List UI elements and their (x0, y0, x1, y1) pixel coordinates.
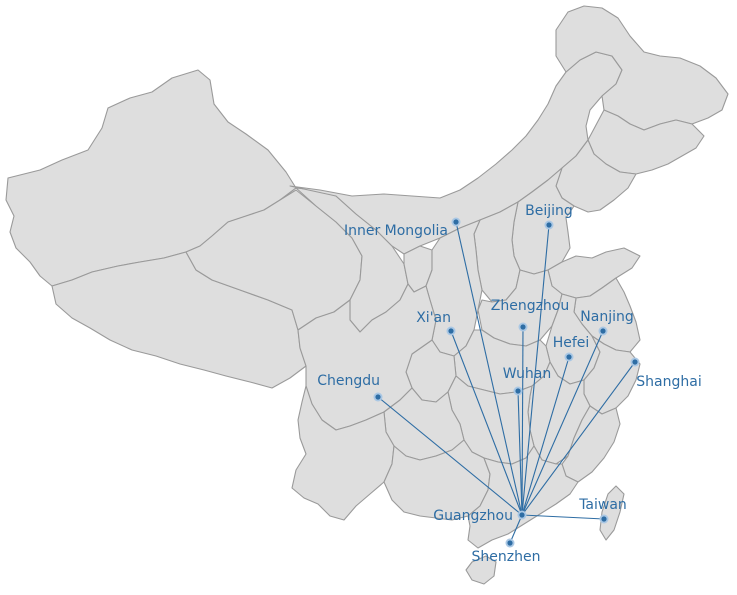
route-line (377, 396, 523, 516)
province-yunnan (291, 385, 395, 521)
city-marker[interactable] (519, 512, 525, 518)
city-label: Shenzhen (472, 549, 541, 565)
route-line (521, 514, 605, 520)
city-marker[interactable] (546, 222, 552, 228)
city-label: Guangzhou (433, 508, 513, 524)
route-line (521, 224, 550, 516)
city-marker[interactable] (507, 540, 513, 546)
route-line (521, 356, 570, 516)
route-line (509, 514, 523, 544)
city-label: Hefei (553, 335, 590, 351)
city-marker[interactable] (566, 354, 572, 360)
province-fujian (561, 405, 621, 483)
city-label: Chengdu (317, 373, 380, 389)
city-label: Xi'an (416, 310, 451, 326)
route-line (521, 326, 524, 516)
city-marker[interactable] (632, 359, 638, 365)
china-land (5, 5, 729, 585)
route-lines (377, 221, 636, 544)
city-marker[interactable] (453, 219, 459, 225)
city-label: Inner Mongolia (344, 223, 448, 239)
city-label: Taiwan (578, 497, 627, 513)
city-marker[interactable] (448, 328, 454, 334)
route-line (521, 361, 636, 516)
province-taiwan (599, 485, 625, 541)
city-label: Nanjing (580, 309, 633, 325)
city-marker[interactable] (375, 394, 381, 400)
province-hainan (465, 555, 497, 585)
city-label: Beijing (525, 203, 573, 219)
city-marker[interactable] (600, 328, 606, 334)
city-label: Shanghai (636, 374, 701, 390)
route-line (517, 390, 523, 516)
route-line (521, 330, 604, 516)
province-guangdong (467, 445, 579, 549)
city-marker[interactable] (515, 388, 521, 394)
city-marker[interactable] (601, 516, 607, 522)
city-marker[interactable] (520, 324, 526, 330)
city-label: Zhengzhou (491, 298, 570, 314)
route-line (455, 221, 523, 516)
route-line (450, 330, 523, 516)
city-label: Wuhan (503, 366, 552, 382)
